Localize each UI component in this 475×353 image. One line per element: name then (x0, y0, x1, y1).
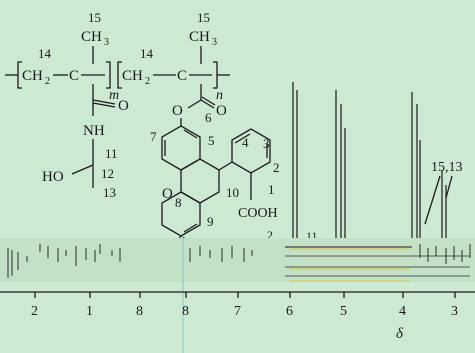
baseline-band (0, 238, 475, 282)
ch3-left-sub: 3 (104, 37, 109, 48)
o-ester-carbonyl: O (216, 103, 227, 119)
c-right: C (177, 68, 187, 84)
num-4: 4 (242, 135, 249, 150)
peak-label-15-13: 15,13 (431, 160, 463, 175)
x-tick-label: 6 (286, 304, 293, 319)
c-left: C (69, 68, 79, 84)
num-13: 13 (103, 185, 116, 200)
ester-carbonyl (201, 96, 216, 106)
num-6: 6 (205, 110, 212, 125)
num-7: 7 (150, 129, 157, 144)
num-15-left: 15 (88, 10, 101, 25)
xanthene-ring-top (161, 125, 201, 171)
x-tick-label: 2 (31, 304, 38, 319)
o-ester-link: O (172, 103, 183, 119)
num-3: 3 (263, 136, 270, 151)
num-1: 1 (268, 182, 275, 197)
baseline-noise (7, 244, 471, 278)
subscript-m: m (109, 88, 119, 103)
bracket-n (213, 61, 218, 89)
ester-bond (187, 99, 202, 109)
ch3-left: CH (81, 29, 102, 45)
x-tick-label: 7 (234, 304, 241, 319)
ch2-left: CH (22, 68, 43, 84)
num-8: 8 (175, 195, 182, 210)
leader-line (424, 175, 441, 225)
x-tick-label: 3 (451, 304, 458, 319)
ch2-right-sub: 2 (145, 76, 150, 87)
carbonyl-bond (92, 102, 116, 108)
carbonyl-bond (92, 99, 116, 105)
ho-label: HO (42, 169, 64, 185)
peak-label-2: 2 (267, 228, 273, 242)
right-unit-bracket-open (117, 61, 122, 89)
phenyl-double-bond (234, 133, 251, 144)
num-14-right: 14 (140, 46, 154, 61)
x-tick-label: 8 (182, 304, 189, 319)
o-xanthene: O (162, 186, 173, 202)
num-11: 11 (105, 146, 118, 161)
ring-double-bond (183, 223, 198, 233)
num-15-right: 15 (197, 10, 210, 25)
nmr-spectrum: 11 2 15,13 2 1 8 8 7 (0, 82, 475, 353)
x-tick-label: 4 (399, 304, 406, 319)
nh-label: NH (83, 123, 105, 139)
x-tick-label: 5 (340, 304, 347, 319)
side-bond (71, 164, 94, 175)
num-12: 12 (101, 166, 114, 181)
peak-label-11: 11 (306, 229, 318, 243)
ring-double-bond (183, 129, 198, 139)
num-10: 10 (226, 185, 239, 200)
cooh-label: COOH (238, 206, 278, 221)
o-amide: O (118, 98, 129, 114)
x-axis-label: δ (396, 326, 404, 342)
num-2: 2 (273, 160, 280, 175)
chemical-structure: 14 CH 2 C 15 CH 3 m O NH 11 HO 12 13 14 … (5, 10, 280, 255)
ch3-right: CH (189, 29, 210, 45)
num-14-left: 14 (38, 46, 52, 61)
num-9: 9 (207, 214, 214, 229)
ch2-left-sub: 2 (45, 76, 50, 87)
x-tick-label: 8 (136, 304, 143, 319)
leader-line (445, 175, 453, 199)
ch3-right-sub: 3 (212, 37, 217, 48)
subscript-n: n (216, 88, 223, 103)
ch2-right: CH (122, 68, 143, 84)
ester-carbonyl (200, 99, 215, 109)
xanthene-ring-center (180, 158, 220, 204)
num-5: 5 (208, 133, 215, 148)
bracket-m (106, 61, 111, 89)
phenyl-bond (218, 161, 233, 171)
x-tick-label: 1 (86, 304, 93, 319)
